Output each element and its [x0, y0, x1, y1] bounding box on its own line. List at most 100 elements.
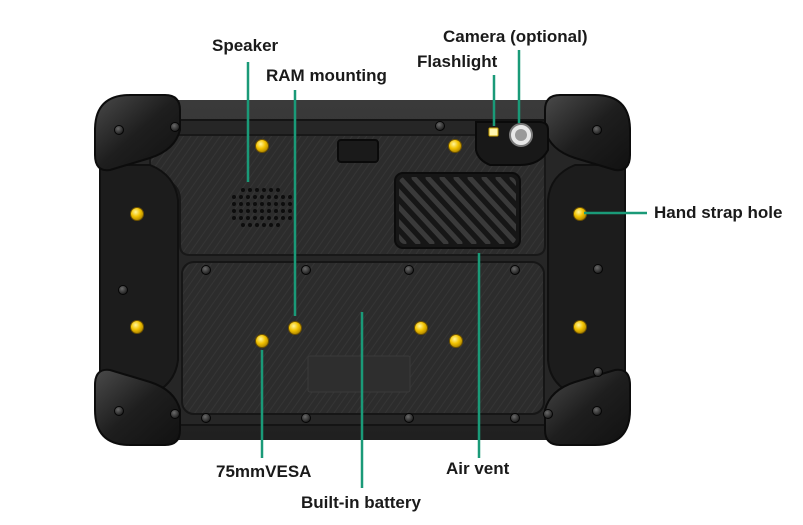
- speaker-hole: [246, 216, 250, 220]
- body-screw-icon: [201, 413, 211, 423]
- speaker-hole: [274, 202, 278, 206]
- label-built-in-battery: Built-in battery: [301, 493, 421, 512]
- speaker-hole: [267, 216, 271, 220]
- speaker-hole: [262, 223, 266, 227]
- label-camera: Camera (optional): [443, 27, 588, 46]
- ram-mount-screw-icon: [255, 139, 269, 153]
- vent-slat: [411, 177, 477, 244]
- air-vent-grille: [399, 177, 516, 244]
- speaker-hole: [281, 202, 285, 206]
- speaker-hole: [253, 202, 257, 206]
- speaker-hole: [262, 188, 266, 192]
- body-screw-icon: [593, 264, 603, 274]
- vent-slat: [453, 177, 516, 244]
- speaker-hole: [232, 216, 236, 220]
- speaker-hole: [232, 209, 236, 213]
- ram-mount-screw-icon: [130, 207, 144, 221]
- vent-slat: [467, 177, 516, 244]
- speaker-hole: [232, 202, 236, 206]
- body-screw-icon: [592, 406, 602, 416]
- speaker-hole: [288, 216, 292, 220]
- label-ram-mounting: RAM mounting: [266, 66, 387, 85]
- ram-mount-screw-icon: [288, 321, 302, 335]
- screws: [114, 121, 603, 423]
- battery-label-area: [307, 355, 411, 393]
- label-hand-strap-hole: Hand strap hole: [654, 203, 783, 222]
- speaker-hole: [239, 216, 243, 220]
- body-screw-icon: [404, 413, 414, 423]
- body-screw-icon: [170, 409, 180, 419]
- speaker-hole: [274, 195, 278, 199]
- ram-mount-screw-icon: [448, 139, 462, 153]
- vent-slat: [425, 177, 491, 244]
- ram-mount-screw-icon: [130, 320, 144, 334]
- body-screw-icon: [114, 406, 124, 416]
- speaker-hole: [260, 195, 264, 199]
- label-flashlight: Flashlight: [417, 52, 498, 71]
- flashlight-icon: [488, 127, 499, 137]
- label-vesa: 75mmVESA: [216, 462, 312, 481]
- body-screw-icon: [118, 285, 128, 295]
- vent-slat: [399, 177, 435, 244]
- speaker-hole: [274, 216, 278, 220]
- vent-slat: [481, 177, 516, 244]
- speaker-hole: [274, 209, 278, 213]
- body-screw-icon: [301, 265, 311, 275]
- speaker-hole: [232, 195, 236, 199]
- body-screw-icon: [510, 413, 520, 423]
- speaker-hole: [281, 195, 285, 199]
- speaker-hole: [253, 209, 257, 213]
- speaker-hole: [246, 195, 250, 199]
- speaker-hole: [248, 223, 252, 227]
- speaker-hole: [241, 188, 245, 192]
- speaker-hole: [239, 202, 243, 206]
- label-air-vent: Air vent: [446, 459, 510, 478]
- speaker-hole: [260, 216, 264, 220]
- speaker-hole: [276, 188, 280, 192]
- speaker-hole: [260, 202, 264, 206]
- speaker-hole: [239, 209, 243, 213]
- speaker-hole: [267, 195, 271, 199]
- body-screw-icon: [435, 121, 445, 131]
- speaker-hole: [267, 202, 271, 206]
- speaker-hole: [276, 223, 280, 227]
- speaker-hole: [281, 216, 285, 220]
- left-side-rail: [99, 164, 179, 396]
- body-screw-icon: [301, 413, 311, 423]
- speaker-hole: [288, 202, 292, 206]
- camera-lens-inner: [515, 129, 527, 141]
- corner-bumper-top-left: [94, 94, 181, 172]
- speaker-hole: [288, 195, 292, 199]
- speaker-hole: [239, 195, 243, 199]
- vent-slat: [399, 177, 421, 244]
- speaker-hole: [255, 188, 259, 192]
- speaker-hole: [246, 202, 250, 206]
- speaker-hole: [288, 209, 292, 213]
- label-speaker: Speaker: [212, 36, 279, 55]
- corner-bumper-bottom-left: [94, 368, 181, 446]
- speaker-hole: [269, 223, 273, 227]
- body-screw-icon: [114, 125, 124, 135]
- ram-mount-screw-icon: [255, 334, 269, 348]
- speaker-grille: [232, 188, 292, 227]
- body-screw-icon: [593, 367, 603, 377]
- leader-lines: [246, 50, 647, 488]
- top-slot: [337, 139, 379, 163]
- speaker-hole: [281, 209, 285, 213]
- speaker-hole: [267, 209, 271, 213]
- body-screw-icon: [543, 409, 553, 419]
- speaker-hole: [246, 209, 250, 213]
- vent-slat: [495, 177, 516, 244]
- speaker-hole: [255, 223, 259, 227]
- speaker-hole: [253, 216, 257, 220]
- body-screw-icon: [170, 122, 180, 132]
- speaker-hole: [248, 188, 252, 192]
- speaker-hole: [253, 195, 257, 199]
- ram-mount-screw-icon: [414, 321, 428, 335]
- body-screw-icon: [510, 265, 520, 275]
- body-screw-icon: [404, 265, 414, 275]
- right-side-rail: [547, 164, 626, 396]
- vent-slat: [399, 177, 449, 244]
